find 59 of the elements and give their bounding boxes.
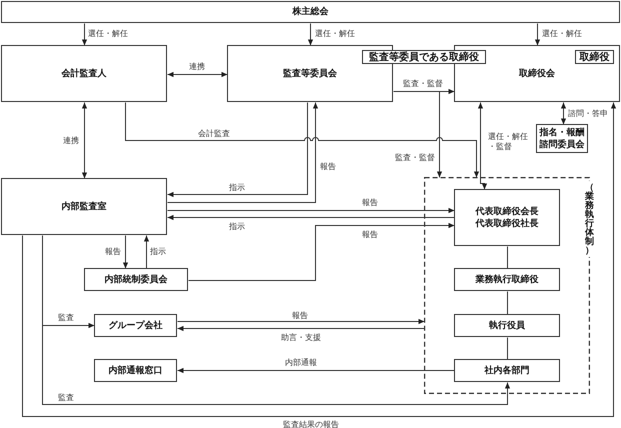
arrow bbox=[177, 318, 425, 324]
edge-label: 連携 bbox=[189, 62, 205, 72]
arrow bbox=[122, 235, 128, 269]
unit-box: 指名・報酬諮問委員会 bbox=[536, 124, 588, 153]
arrow bbox=[167, 214, 455, 220]
box-title: 取締役会 bbox=[519, 68, 555, 80]
edge-label: 監査 bbox=[58, 313, 74, 323]
connector-line bbox=[507, 246, 508, 269]
tag-box: 監査等委員である取締役 bbox=[362, 50, 486, 64]
tag-box: 取締役 bbox=[575, 50, 614, 64]
unit-box: 業務執行取締役 bbox=[454, 268, 560, 291]
edge-label: 諮問・答申 bbox=[568, 109, 608, 119]
unit-box: 社内各部門 bbox=[454, 359, 560, 382]
edge-label: 監査・監督 bbox=[403, 79, 443, 89]
arrow bbox=[177, 326, 425, 332]
edge-label: 指示 bbox=[229, 183, 245, 193]
edge-label: 報告 bbox=[105, 247, 121, 257]
edge-label: 助言・支援 bbox=[281, 333, 321, 343]
edge-label: 会計監査 bbox=[198, 129, 230, 139]
arrow bbox=[393, 91, 442, 178]
double-arrow bbox=[82, 102, 88, 179]
connector-line bbox=[507, 337, 508, 360]
edge-label: 選任・解任 bbox=[88, 29, 128, 39]
double-arrow bbox=[560, 102, 566, 125]
edge-label: 指示 bbox=[150, 247, 166, 257]
vertical-label: （業務執行体制） bbox=[585, 181, 594, 257]
arrow bbox=[188, 222, 455, 281]
arrow bbox=[22, 102, 616, 417]
unit-box: 内部統制委員会 bbox=[84, 268, 188, 291]
unit-box: 内部監査室 bbox=[1, 178, 167, 235]
arrow bbox=[177, 368, 455, 374]
edge-label: 選任・解任 bbox=[315, 29, 355, 39]
double-arrow bbox=[478, 102, 488, 190]
arrow bbox=[167, 208, 455, 214]
edge-label: 内部通報 bbox=[285, 358, 317, 368]
edge-label: 報告 bbox=[320, 162, 336, 172]
arrow bbox=[534, 23, 540, 46]
edge-label: 監査結果の報告 bbox=[283, 420, 339, 428]
edge-label: 報告 bbox=[292, 311, 308, 321]
arrow bbox=[125, 102, 480, 178]
unit-box: 代表取締役会長代表取締役社長 bbox=[454, 189, 560, 246]
edge-label: 選任・解任・監督 bbox=[488, 132, 529, 152]
edge-label: 報告 bbox=[362, 230, 378, 240]
unit-box: 内部通報窓口 bbox=[94, 359, 177, 382]
edge-label: 選任・解任 bbox=[542, 29, 582, 39]
arrow bbox=[308, 23, 314, 46]
edge-label: 監査・監督 bbox=[395, 153, 435, 163]
double-arrow bbox=[167, 72, 228, 78]
edge-label: 報告 bbox=[362, 198, 378, 208]
connector-line bbox=[507, 291, 508, 315]
edge-label: 指示 bbox=[229, 222, 245, 232]
banner-box: 株主総会 bbox=[1, 1, 620, 23]
edge-label: 監査 bbox=[58, 393, 74, 403]
unit-box: グループ会社 bbox=[94, 314, 177, 337]
arrow bbox=[82, 23, 88, 46]
unit-box: 会計監査人 bbox=[1, 45, 167, 102]
unit-box: 執行役員 bbox=[454, 314, 560, 337]
arrow bbox=[144, 235, 150, 269]
edge-label: 連携 bbox=[63, 136, 79, 146]
